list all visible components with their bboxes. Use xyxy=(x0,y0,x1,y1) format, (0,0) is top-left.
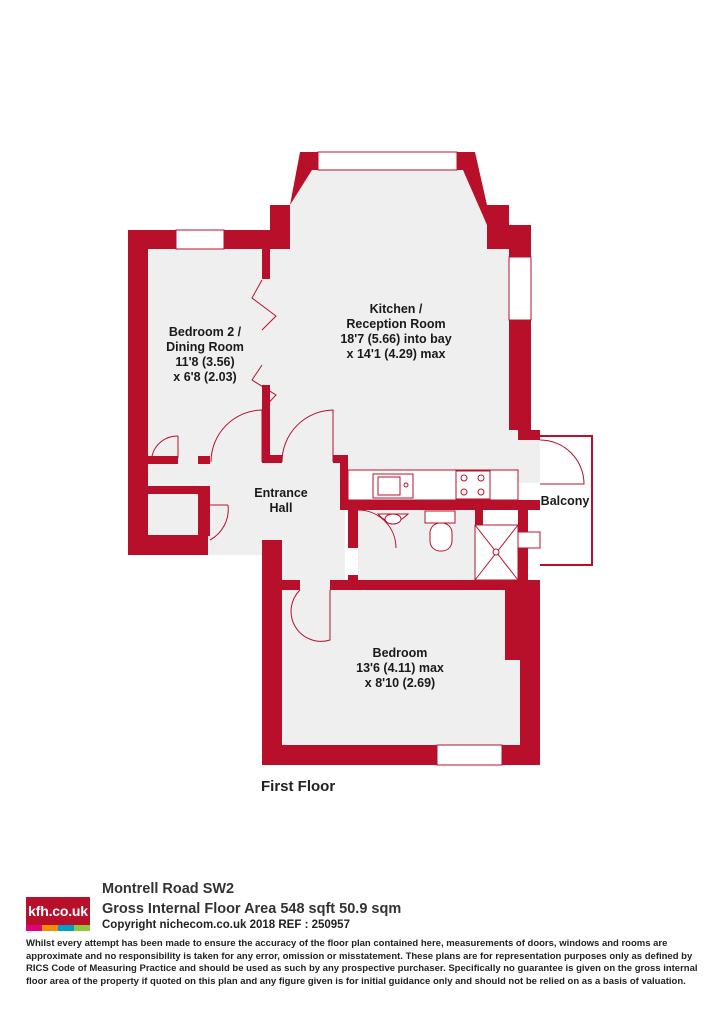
room-name-line: Dining Room xyxy=(166,340,244,354)
room-dimension: 11'8 (3.56) xyxy=(175,355,235,369)
room-label-kitchen: Kitchen / Reception Room 18'7 (5.66) int… xyxy=(340,302,451,362)
room-name-line: Reception Room xyxy=(346,317,446,331)
copyright-text: Copyright nichecom.co.uk 2018 REF : 2509… xyxy=(102,919,350,931)
room-dimension: x 14'1 (4.29) max xyxy=(346,347,446,361)
room-label-balcony: Balcony xyxy=(541,494,590,509)
room-label-bedroom: Bedroom 13'6 (4.11) max x 8'10 (2.69) xyxy=(356,646,444,691)
room-dimension: 18'7 (5.66) into bay xyxy=(340,332,452,346)
property-address: Montrell Road SW2 xyxy=(102,881,235,897)
kitchen-units xyxy=(347,469,519,501)
room-dimension: 13'6 (4.11) max xyxy=(356,661,444,675)
property-address-block: Montrell Road SW2 Gross Internal Floor A… xyxy=(102,879,401,919)
room-name-line: Balcony xyxy=(540,494,590,508)
room-dimension: x 6'8 (2.03) xyxy=(173,370,237,384)
balcony-outline xyxy=(540,435,593,566)
kfh-logo: kfh.co.uk xyxy=(26,897,90,931)
windows xyxy=(175,151,541,766)
logo-text: kfh.co.uk xyxy=(26,897,90,925)
logo-color-strip xyxy=(26,925,90,931)
floor-label: First Floor xyxy=(261,778,336,795)
doors xyxy=(151,279,585,642)
walls xyxy=(128,152,540,765)
room-name-line: Kitchen / xyxy=(369,302,423,316)
room-name-line: Entrance xyxy=(254,486,308,500)
floor-area-summary: Gross Internal Floor Area 548 sqft 50.9 … xyxy=(102,901,402,917)
room-name-line: Bedroom 2 / xyxy=(168,325,242,339)
bathroom-fixtures xyxy=(358,510,519,581)
room-name-line: Bedroom xyxy=(372,646,428,660)
room-name-line: Hall xyxy=(269,501,293,515)
room-dimension: x 8'10 (2.69) xyxy=(364,676,436,690)
room-label-bedroom2: Bedroom 2 / Dining Room 11'8 (3.56) x 6'… xyxy=(166,325,244,385)
disclaimer-text: Whilst every attempt has been made to en… xyxy=(26,938,698,987)
room-label-hall: Entrance Hall xyxy=(254,486,308,516)
